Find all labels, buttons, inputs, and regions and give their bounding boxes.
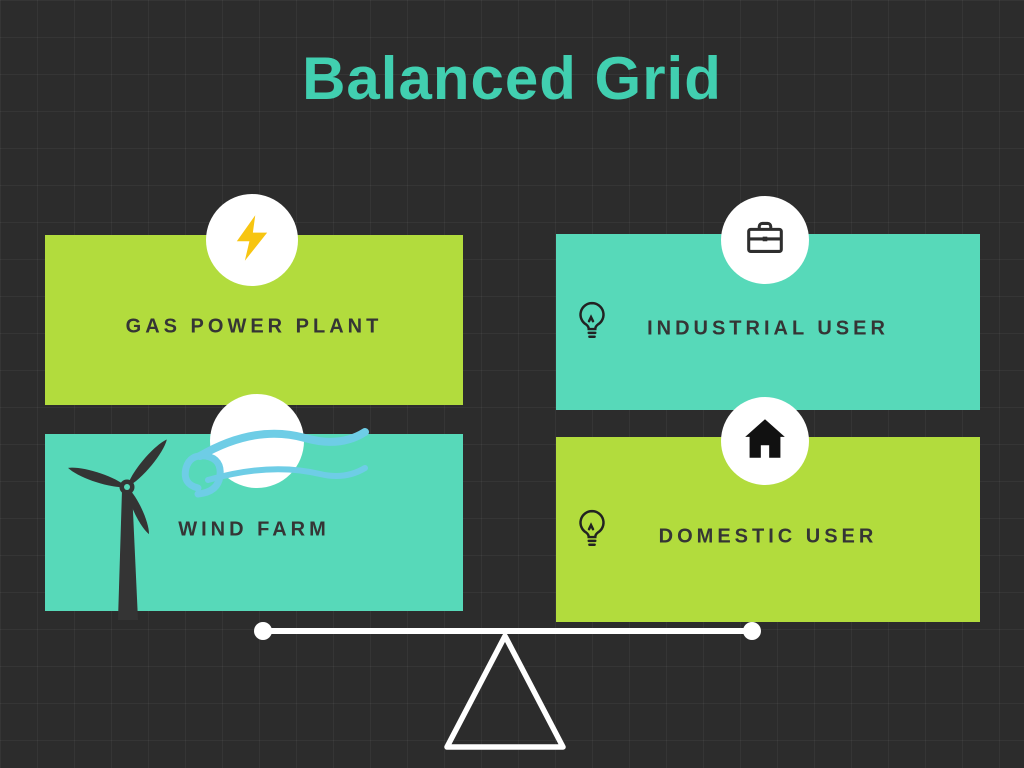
gas-power-plant-label: GAS POWER PLANT — [125, 315, 383, 338]
card-domestic-user: DOMESTIC USER — [556, 437, 980, 622]
wind-farm-label: WIND FARM — [178, 518, 330, 541]
page-title: Balanced Grid — [302, 45, 722, 112]
house-icon-circle — [721, 397, 809, 485]
lightning-icon-circle — [206, 194, 298, 286]
house-icon — [740, 414, 790, 469]
lightning-icon — [226, 212, 278, 269]
briefcase-icon — [742, 215, 788, 266]
wind-turbine-icon — [48, 438, 218, 633]
lightbulb-icon — [572, 507, 612, 553]
wind-swirl-icon — [160, 418, 370, 533]
domestic-user-label: DOMESTIC USER — [658, 525, 878, 548]
briefcase-icon-circle — [721, 196, 809, 284]
lightbulb-icon — [572, 299, 612, 345]
industrial-user-label: INDUSTRIAL USER — [647, 317, 889, 340]
